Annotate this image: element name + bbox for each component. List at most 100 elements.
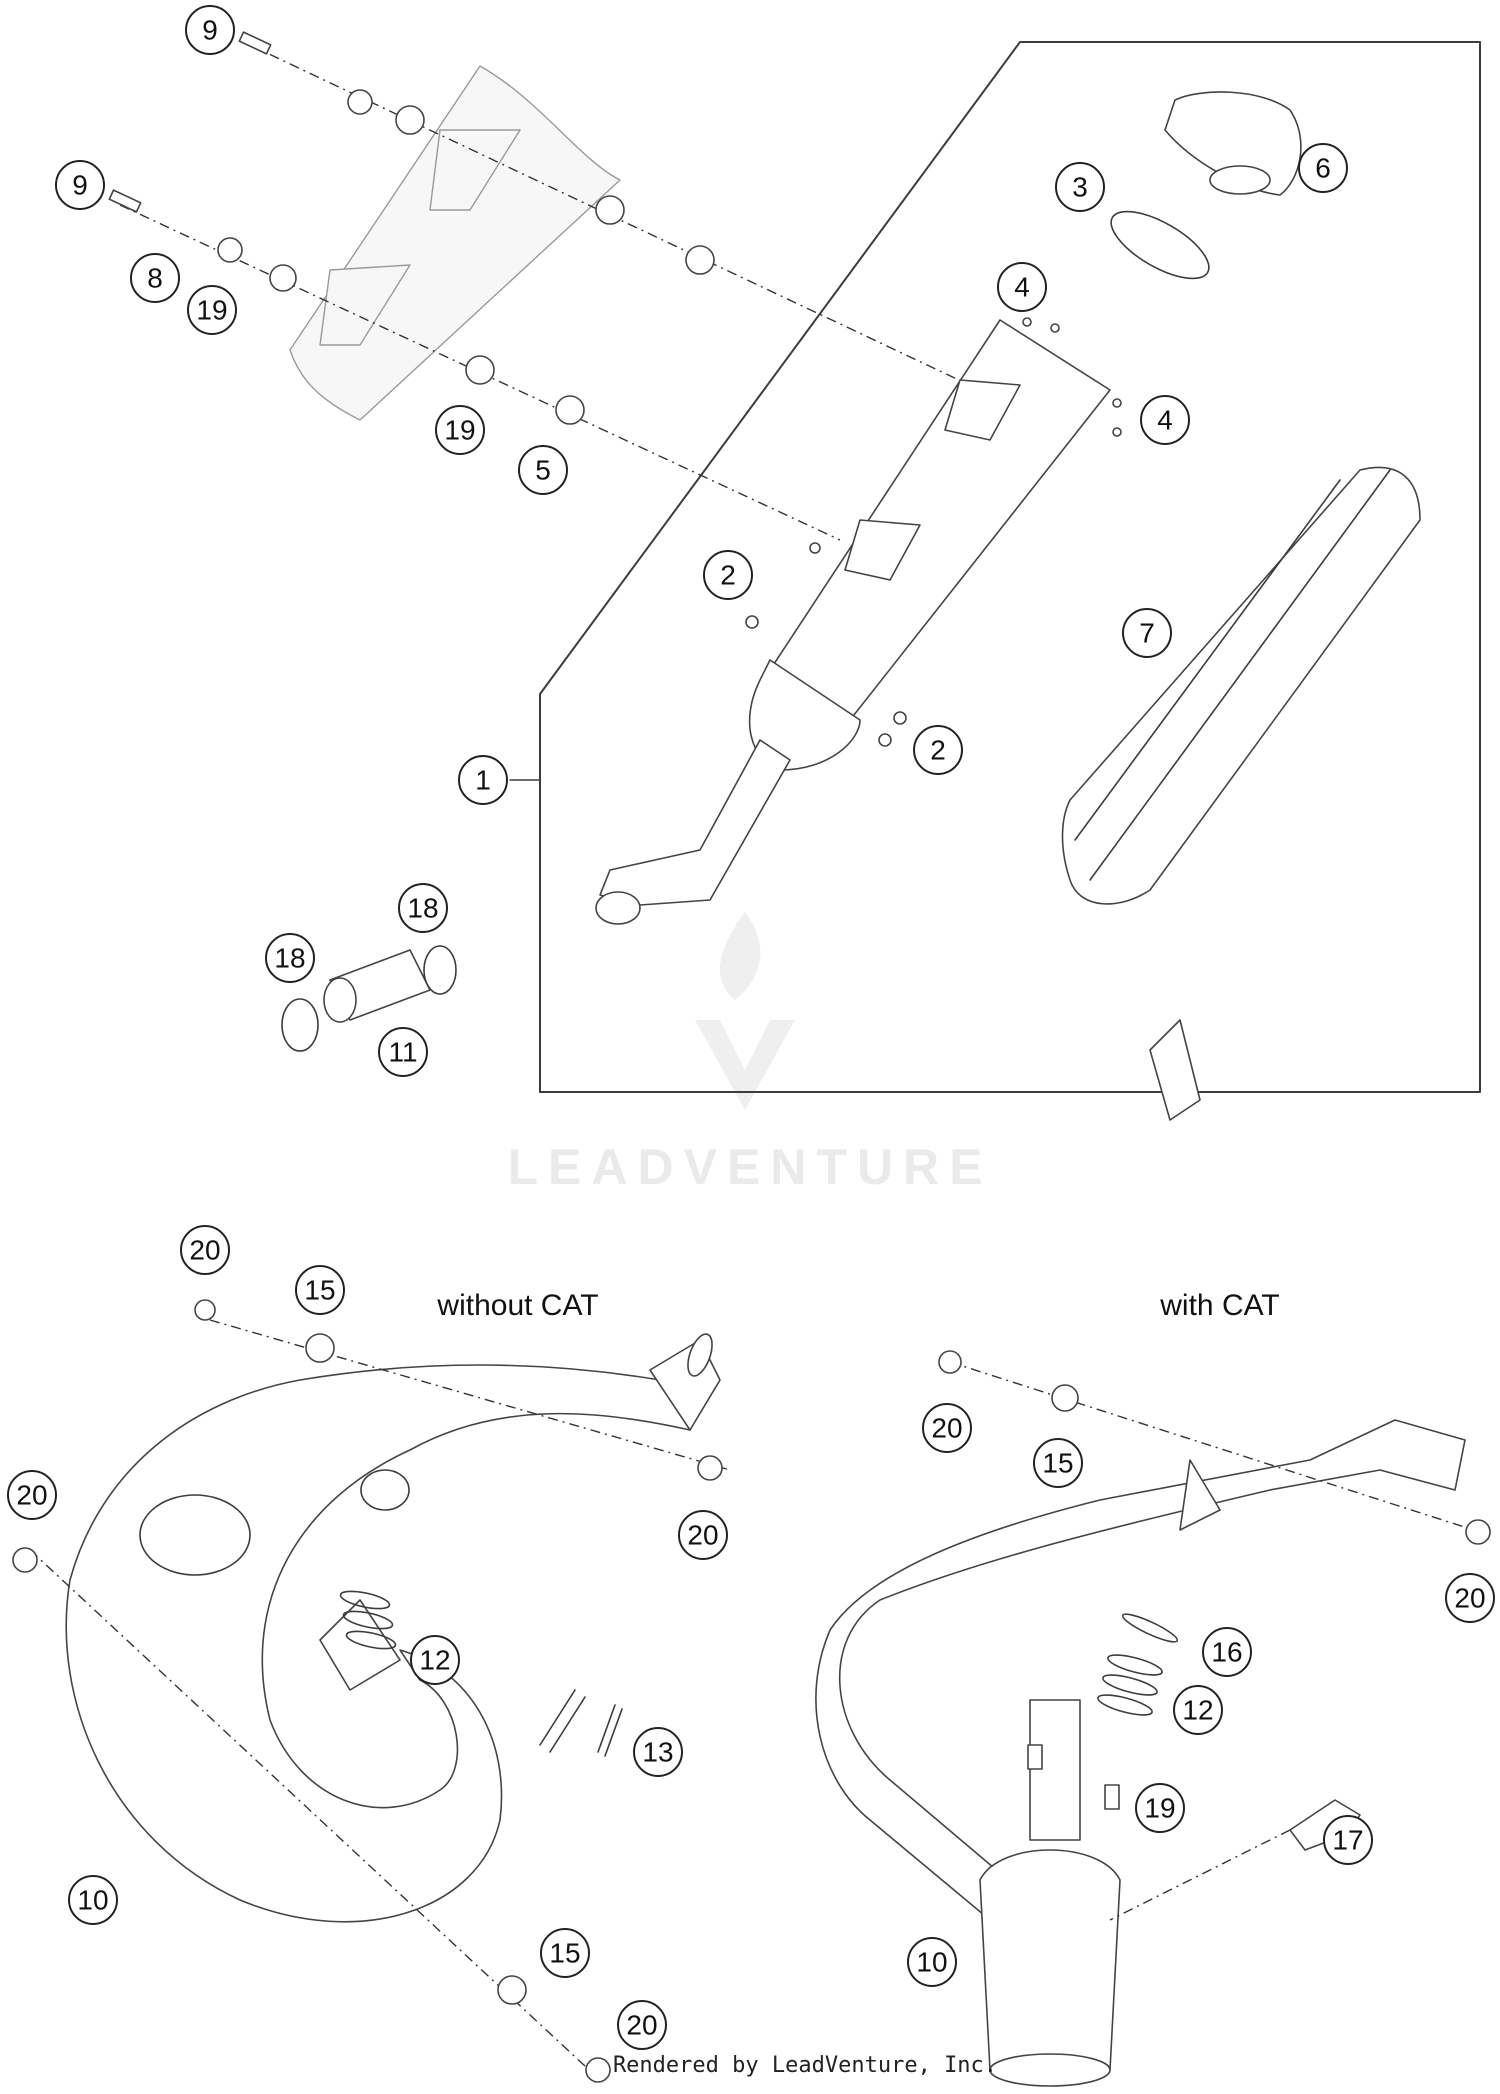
header-pipe-with-cat — [815, 1019, 1466, 2087]
callout: 19 — [435, 405, 485, 455]
callout-label: 17 — [1332, 1825, 1363, 1856]
o-ring — [1110, 210, 1210, 280]
seal-rings-and-springs — [339, 1590, 623, 1757]
washer-19 — [465, 355, 495, 385]
callout: 6 — [1298, 143, 1348, 193]
frame-mounting-bracket — [289, 65, 621, 421]
assembly-line-sensor — [1109, 1829, 1291, 1921]
callout-label: 18 — [407, 893, 438, 924]
callout-label: 4 — [1014, 272, 1030, 303]
callout-label: 3 — [1072, 172, 1088, 203]
callout: 15 — [540, 1928, 590, 1978]
callout: 12 — [410, 1635, 460, 1685]
callout-label: 13 — [642, 1737, 673, 1768]
label-without-cat: without CAT — [436, 1289, 598, 1322]
callout-label: 20 — [189, 1235, 220, 1266]
callout: 18 — [398, 883, 448, 933]
assembly-line-lower — [29, 1549, 601, 2081]
callout-label: 5 — [535, 455, 551, 486]
screws — [745, 317, 1122, 747]
seal-ring-left — [281, 998, 319, 1052]
callout: 20 — [678, 1510, 728, 1560]
callout: 8 — [130, 253, 180, 303]
callout-label: 9 — [72, 170, 88, 201]
silencer-outer-shell — [1061, 466, 1421, 905]
callout: 19 — [1135, 1783, 1185, 1833]
callout-label: 19 — [196, 295, 227, 326]
callout-label: 12 — [419, 1645, 450, 1676]
assembly-line-cat — [949, 1361, 1481, 1533]
callout-label: 8 — [147, 263, 163, 294]
callout-label: 18 — [274, 943, 305, 974]
fasteners-top — [108, 31, 715, 425]
washer-20c — [12, 1547, 38, 1573]
watermark-text: LEADVENTURE — [507, 1139, 992, 1195]
callout: 1 — [458, 755, 508, 805]
callout-label: 4 — [1157, 405, 1173, 436]
callout-label: 11 — [388, 1037, 417, 1068]
callout-label: 2 — [930, 735, 946, 766]
callout-label: 15 — [549, 1938, 580, 1969]
connector-pipe — [281, 945, 457, 1052]
callout: 20 — [1445, 1573, 1495, 1623]
assembly-line-mid — [209, 1319, 731, 1471]
callout-label: 20 — [626, 2010, 657, 2041]
callout: 10 — [68, 1875, 118, 1925]
washer-20a — [194, 1299, 216, 1321]
callout: 4 — [997, 262, 1047, 312]
callouts: 9 9 8 19 19 5 3 6 4 4 2 2 7 1 18 18 11 2… — [7, 5, 1495, 2050]
callout-label: 20 — [1454, 1583, 1485, 1614]
callout-label: 10 — [916, 1947, 947, 1978]
grommet-lower — [269, 264, 297, 292]
callout: 15 — [295, 1265, 345, 1315]
callout-label: 20 — [931, 1413, 962, 1444]
silencer-inner-body — [595, 319, 1111, 925]
stud-bolt — [1027, 1744, 1043, 1770]
grommet-15c — [1051, 1384, 1079, 1412]
bolt-9a — [238, 31, 272, 55]
grommet-15b — [497, 1975, 527, 2005]
callout: 5 — [518, 445, 568, 495]
callout-label: 19 — [1144, 1793, 1175, 1824]
callout: 18 — [265, 933, 315, 983]
callout: 10 — [907, 1937, 957, 1987]
washer-20d — [585, 2057, 611, 2083]
callout-label: 1 — [475, 765, 491, 796]
bolt-9b — [108, 189, 142, 213]
grommet-upper-2 — [595, 195, 625, 225]
silencer-kit-frame — [539, 41, 1481, 1093]
callout: 20 — [922, 1403, 972, 1453]
callout: 20 — [180, 1225, 230, 1275]
leadventure-watermark: LEADVENTURE — [507, 912, 992, 1195]
callout: 9 — [185, 5, 235, 55]
callout: 19 — [187, 285, 237, 335]
callout-label: 19 — [444, 415, 475, 446]
stud-bolt-2 — [1104, 1784, 1120, 1810]
callout: 16 — [1202, 1627, 1252, 1677]
callout: 7 — [1122, 608, 1172, 658]
callout-label: 20 — [687, 1520, 718, 1551]
callout: 3 — [1055, 162, 1105, 212]
callout-label: 7 — [1139, 618, 1155, 649]
callout: 20 — [617, 2000, 667, 2050]
callout: 20 — [7, 1470, 57, 1520]
callout: 2 — [703, 550, 753, 600]
with-cat-small-parts — [1027, 1613, 1361, 1851]
callout-label: 2 — [720, 560, 736, 591]
callout-label: 20 — [16, 1480, 47, 1511]
seal-ring-right — [423, 945, 457, 995]
label-with-cat: with CAT — [1159, 1289, 1279, 1322]
callout-label: 15 — [304, 1275, 335, 1306]
callout: 2 — [913, 725, 963, 775]
render-credit: Rendered by LeadVenture, Inc. — [613, 2053, 997, 2078]
callout-label: 6 — [1315, 153, 1331, 184]
callout: 9 — [55, 160, 105, 210]
callout: 13 — [633, 1727, 683, 1777]
grommet-upper — [395, 105, 425, 135]
header-pipe-without-cat — [65, 1333, 721, 1923]
callout-label: 9 — [202, 15, 218, 46]
callout: 15 — [1033, 1438, 1083, 1488]
callout-label: 12 — [1182, 1695, 1213, 1726]
callout-label: 10 — [77, 1885, 108, 1916]
